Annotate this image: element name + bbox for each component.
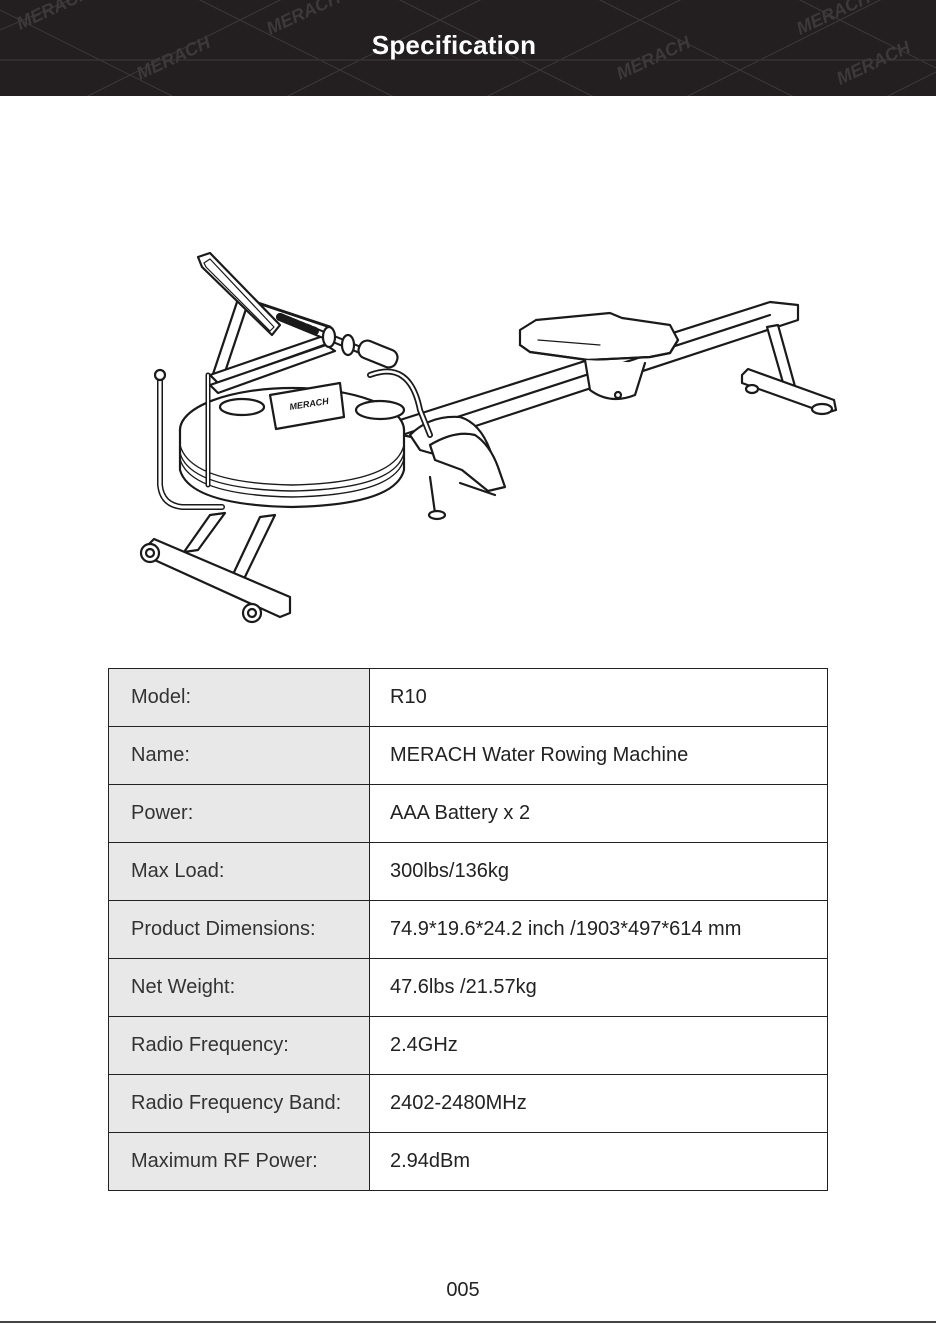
seat-carriage: [583, 358, 647, 401]
monitor: [196, 251, 282, 337]
brand-watermark-pattern: MERACH MERACH MERACH MERACH MERACH MERAC…: [0, 0, 936, 96]
spec-value: 47.6lbs /21.57kg: [369, 958, 828, 1017]
spec-value: 2.94dBm: [369, 1132, 828, 1191]
table-row: Net Weight: 47.6lbs /21.57kg: [108, 958, 828, 1017]
spec-label: Radio Frequency Band:: [108, 1074, 370, 1133]
front-leg-left: [182, 511, 227, 554]
rowing-handle: [276, 313, 399, 369]
rear-foot: [740, 367, 838, 415]
spec-value: 2.4GHz: [369, 1016, 828, 1075]
spec-label: Model:: [108, 668, 370, 727]
table-row: Power: AAA Battery x 2: [108, 784, 828, 843]
table-row: Radio Frequency: 2.4GHz: [108, 1016, 828, 1075]
page-number: 005: [446, 1279, 480, 1301]
spec-label: Maximum RF Power:: [108, 1132, 370, 1191]
table-row: Model: R10: [108, 668, 828, 727]
watermark-text: MERACH: [13, 0, 94, 34]
spec-value: AAA Battery x 2: [369, 784, 828, 843]
page-title: Specification: [371, 30, 537, 60]
table-row: Radio Frequency Band: 2402-2480MHz: [108, 1074, 828, 1133]
spec-label: Name:: [108, 726, 370, 785]
page-header: MERACH MERACH MERACH MERACH MERACH MERAC…: [0, 0, 936, 96]
brand-plate: [268, 381, 346, 431]
footrest-right: [428, 432, 507, 493]
spec-label: Power:: [108, 784, 370, 843]
spec-label: Product Dimensions:: [108, 900, 370, 959]
table-row: Max Load: 300lbs/136kg: [108, 842, 828, 901]
spec-label: Radio Frequency:: [108, 1016, 370, 1075]
spec-value: 2402-2480MHz: [369, 1074, 828, 1133]
specification-table: Model: R10 Name: MERACH Water Rowing Mac…: [108, 668, 828, 1191]
rowing-machine-illustration: MERACH: [139, 251, 838, 624]
table-row: Name: MERACH Water Rowing Machine: [108, 726, 828, 785]
footer-divider: [0, 1321, 936, 1323]
water-tank-body: [178, 428, 406, 509]
spec-value: MERACH Water Rowing Machine: [369, 726, 828, 785]
spec-value: R10: [369, 668, 828, 727]
spec-value: 300lbs/136kg: [369, 842, 828, 901]
front-foot: [146, 537, 292, 619]
table-row: Product Dimensions: 74.9*19.6*24.2 inch …: [108, 900, 828, 959]
table-row: Maximum RF Power: 2.94dBm: [108, 1132, 828, 1191]
spec-label: Net Weight:: [108, 958, 370, 1017]
spec-label: Max Load:: [108, 842, 370, 901]
spec-value: 74.9*19.6*24.2 inch /1903*497*614 mm: [369, 900, 828, 959]
